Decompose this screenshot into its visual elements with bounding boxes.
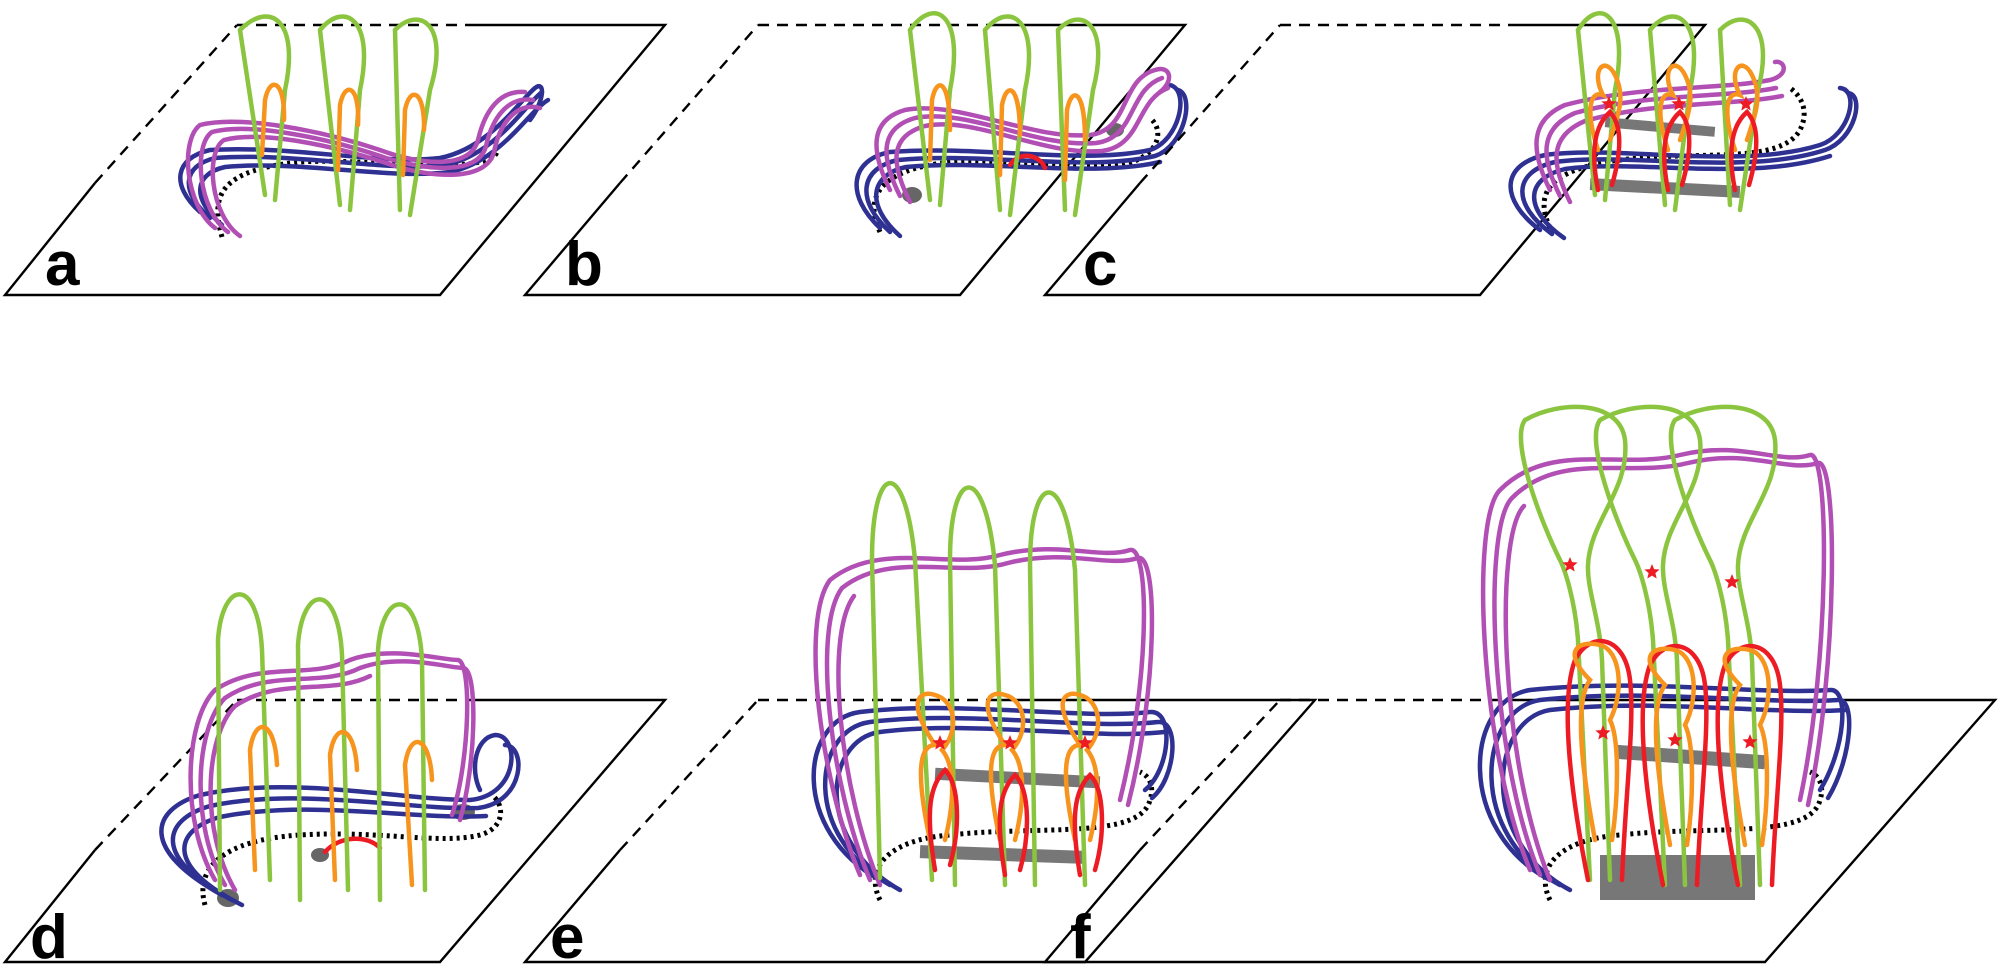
green-field-lines: [215, 592, 428, 903]
green-field-lines: [237, 14, 439, 218]
panel-c: c: [1042, 11, 1859, 299]
purple-field-lines: [188, 651, 476, 893]
photosphere-plane: [1042, 698, 1998, 964]
green-field-lines: [907, 11, 1101, 218]
flare-ribbon-south: [1600, 855, 1755, 900]
reconnection-star-marker: [932, 735, 948, 750]
reconnection-star-marker: [1742, 734, 1758, 749]
photosphere-plane: [522, 698, 1318, 964]
photosphere-plane: [1042, 23, 1708, 297]
orange-red-loops: [1588, 63, 1760, 193]
reconnection-star-marker: [1077, 735, 1093, 750]
panel-e: e: [522, 480, 1318, 968]
orange-field-lines: [247, 724, 435, 888]
reconnection-star-marker: [1601, 96, 1617, 111]
reconnection-star-marker: [1724, 574, 1740, 589]
orange-field-lines: [259, 82, 427, 178]
panel-f: f: [1042, 404, 1998, 968]
reconnection-star-marker: [1644, 564, 1660, 579]
green-field-lines: [1518, 404, 1778, 888]
orange-red-loops: [1565, 639, 1784, 888]
panel-label-a: a: [45, 230, 80, 299]
orange-red-loops: [915, 691, 1105, 878]
polarity-inversion-line: [200, 793, 504, 906]
purple-field-lines: [185, 89, 543, 239]
panel-label-b: b: [565, 230, 603, 299]
orange-field-lines: [927, 83, 1088, 183]
panel-b: b: [522, 11, 1189, 299]
red-flare-loop: [322, 836, 383, 855]
panel-d: d: [2, 592, 668, 968]
polarity-inversion-line: [872, 769, 1155, 902]
green-field-lines: [1575, 11, 1766, 213]
reconnection-star-marker: [1562, 557, 1578, 572]
purple-field-lines: [1480, 447, 1835, 883]
reconnection-star-marker: [1002, 735, 1018, 750]
panel-label-d: d: [30, 903, 68, 968]
panel-a: a: [2, 14, 668, 299]
reconnection-star-marker: [1738, 96, 1754, 111]
panel-label-c: c: [1083, 230, 1117, 299]
red-flare-loop: [1007, 153, 1048, 171]
reconnection-star-marker: [1667, 732, 1683, 747]
reconnection-star-marker: [1671, 96, 1687, 111]
panel-label-f: f: [1070, 903, 1091, 968]
reconnection-star-marker: [1595, 725, 1611, 740]
panel-label-e: e: [550, 903, 584, 968]
green-field-lines: [869, 480, 1088, 888]
blue-field-lines: [1508, 85, 1859, 241]
photosphere-plane: [2, 698, 668, 964]
